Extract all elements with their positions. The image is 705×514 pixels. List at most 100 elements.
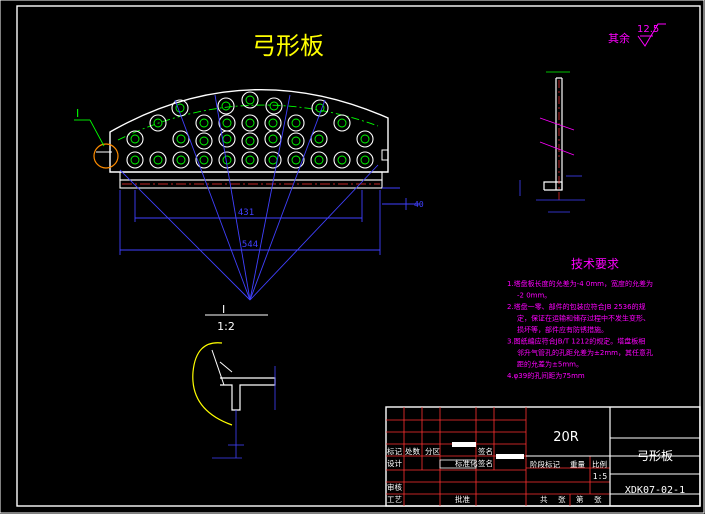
hole-inner [199,136,209,146]
hole [356,151,374,169]
hole [218,151,236,169]
tech-req-line: 2.塔盘一零、部件的包装应符合JB 2536的规 [507,302,646,311]
hole-inner [269,101,279,111]
hole-inner [130,155,140,165]
hole-inner [314,134,324,144]
hole-inner [245,95,255,105]
label-process: 工艺 [387,495,402,504]
hole [218,114,236,132]
label-sign-2: 签名 [478,458,493,468]
tech-req-line: 邻升气管孔的孔距允差为±2mm，其任意孔 [517,348,653,357]
roughness-prefix: 其余 [608,31,630,45]
section-detail-breakline [192,342,233,426]
inner-frame [16,5,701,507]
section-marker-label: I [76,107,79,120]
dimension-lines [119,187,420,255]
hole [217,97,235,115]
label-zone: 分区 [425,447,440,456]
tech-req-line: 损坏等，部件应有防锈措施。 [517,325,608,334]
hole-pattern [126,91,374,169]
roughness-symbol-icon [637,23,666,47]
hole [149,151,167,169]
label-sheets: 张 [558,495,566,504]
tech-req-line: -2 0mm。 [517,292,551,300]
tech-req-heading: 技术要求 [571,257,619,271]
hole [333,114,351,132]
hole-inner [337,118,347,128]
dim-d2: 40 [414,200,424,209]
hole [311,99,329,117]
label-stage-mark: 阶段标记 [530,459,560,469]
hole-inner [199,155,209,165]
hole [264,114,282,132]
label-weight: 重量 [570,460,585,469]
hole [264,130,282,148]
hole [126,151,144,169]
hole-inner [221,101,231,111]
title-material: 20R [553,430,579,445]
label-count: 处数 [405,446,420,456]
hole-inner [268,155,278,165]
hole-inner [245,118,255,128]
label-total: 共 [540,495,548,504]
plate-right-notch [381,149,388,161]
hole-inner [176,134,186,144]
label-design: 设计 [387,458,402,468]
hole [265,97,283,115]
hole-inner [337,155,347,165]
section-detail: I 1:2 [192,303,276,459]
tech-req-line: 1.塔盘板长度的允差为-4 0mm，宽度的允差为 [507,279,653,288]
hole [287,151,305,169]
hole [287,114,305,132]
hole [172,151,190,169]
hole-inner [360,155,370,165]
dim-overall: 544 [242,240,258,250]
hole-inner [291,118,301,128]
label-ratio: 比例 [592,459,607,469]
title-part-name: 弓形板 [637,449,673,463]
plate-arc-outline [109,88,389,173]
hole-inner [130,134,140,144]
hole-inner [222,118,232,128]
plate-rail-upper [119,171,383,181]
hole-inner [199,118,209,128]
label-approve: 批准 [455,494,470,504]
title-scale: 1:5 [593,472,608,481]
hole-inner [291,136,301,146]
hole [149,114,167,132]
hole [126,130,144,148]
tech-req-list: 1.塔盘板长度的允差为-4 0mm，宽度的允差为 -2 0mm。 2.塔盘一零、部件… [507,279,653,380]
label-page: 第 [576,494,584,504]
hole-inner [268,118,278,128]
tech-req-line: 3.图纸编应符合JB/T 1212的规定。塔盘板相 [507,337,645,346]
hole [195,151,213,169]
radial-leaders [119,94,379,301]
hole [356,130,374,148]
hole [195,114,213,132]
side-view [519,71,585,213]
hole-inner [245,136,255,146]
tech-req-line: 4.φ39的孔间距为75mm [507,371,585,380]
hole [241,151,259,169]
hole-inner [268,134,278,144]
hole-inner [153,118,163,128]
hole [195,132,213,150]
hole-inner [175,103,185,113]
hole [241,91,259,109]
section-detail-scale: 1:2 [217,320,235,333]
title-drawing-no: XDK07-02-1 [625,485,685,496]
hole [241,132,259,150]
hole-inner [222,134,232,144]
dim-span: 431 [238,208,254,218]
title-block [385,406,701,507]
hole [172,130,190,148]
label-sheets-2: 张 [594,495,602,504]
label-sign: 签名 [478,446,493,456]
hole [333,151,351,169]
plate-rail-lower [119,179,383,189]
tech-req-line: 距的允差为±5mm。 [517,360,583,369]
hole-inner [315,103,325,113]
hole-inner [176,155,186,165]
